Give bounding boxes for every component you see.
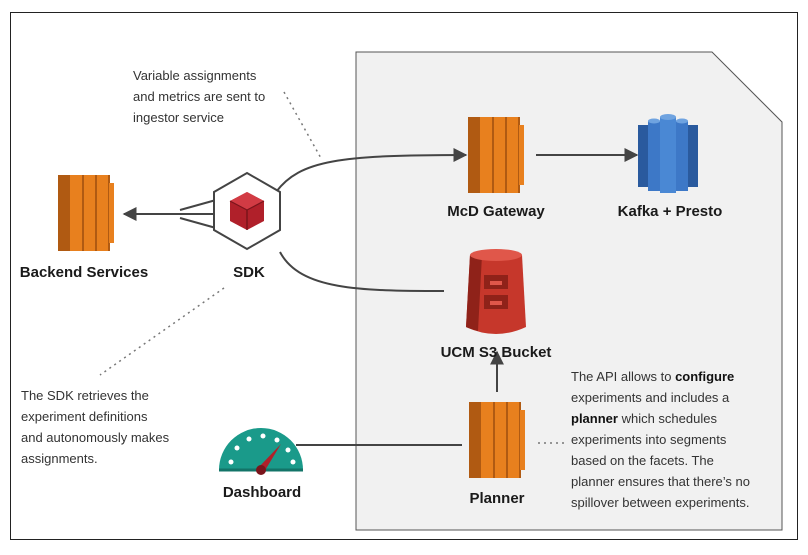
ingest-note: Variable assignments and metrics are sen… bbox=[133, 68, 265, 125]
sdk-to-backend-line-lower bbox=[179, 217, 217, 229]
connectors bbox=[122, 148, 639, 446]
callout-lines bbox=[99, 91, 566, 444]
planner-icon bbox=[468, 401, 526, 479]
svg-text:The API allows to configure: The API allows to configure bbox=[571, 369, 734, 384]
api-note: The API allows to configure experiments … bbox=[571, 369, 750, 510]
backend-services-icon bbox=[57, 174, 115, 252]
s3-bucket-icon bbox=[466, 249, 526, 334]
mcd-gateway-icon bbox=[467, 116, 525, 194]
backend-services-label: Backend Services bbox=[20, 264, 148, 281]
sdk-to-bucket-line bbox=[279, 251, 445, 292]
svg-text:ingestor service: ingestor service bbox=[133, 110, 224, 125]
kafka-presto-label: Kafka + Presto bbox=[618, 203, 723, 220]
sdk-label: SDK bbox=[233, 264, 265, 281]
mcd-gateway-label: McD Gateway bbox=[447, 203, 545, 220]
svg-text:and metrics are sent to: and metrics are sent to bbox=[133, 89, 265, 104]
svg-text:and autonomously makes: and autonomously makes bbox=[21, 430, 170, 445]
sdk-note: The SDK retrieves the experiment definit… bbox=[21, 388, 170, 466]
dashboard-label: Dashboard bbox=[223, 484, 301, 501]
svg-text:The SDK retrieves the: The SDK retrieves the bbox=[21, 388, 149, 403]
svg-text:spillover between experiments.: spillover between experiments. bbox=[571, 495, 749, 510]
dashboard-icon bbox=[219, 428, 303, 475]
svg-text:planner which schedules: planner which schedules bbox=[571, 411, 717, 426]
svg-text:experiments and includes a: experiments and includes a bbox=[571, 390, 730, 405]
svg-text:experiment definitions: experiment definitions bbox=[21, 409, 148, 424]
svg-text:planner ensures that there’s n: planner ensures that there’s no bbox=[571, 474, 750, 489]
ingest-callout-line bbox=[283, 91, 323, 161]
kafka-presto-icon bbox=[638, 114, 698, 193]
svg-text:Variable assignments: Variable assignments bbox=[133, 68, 257, 83]
svg-text:based on the facets. The: based on the facets. The bbox=[571, 453, 714, 468]
sdk-icon bbox=[213, 171, 281, 251]
sdk-callout-line bbox=[99, 287, 225, 376]
sdk-to-backend-line-upper bbox=[179, 199, 217, 211]
planner-label: Planner bbox=[469, 490, 524, 507]
sdk-to-gateway-arrow bbox=[275, 148, 468, 193]
svg-text:experiments into segments: experiments into segments bbox=[571, 432, 727, 447]
s3-bucket-label: UCM S3 Bucket bbox=[441, 344, 552, 361]
svg-text:assignments.: assignments. bbox=[21, 451, 98, 466]
